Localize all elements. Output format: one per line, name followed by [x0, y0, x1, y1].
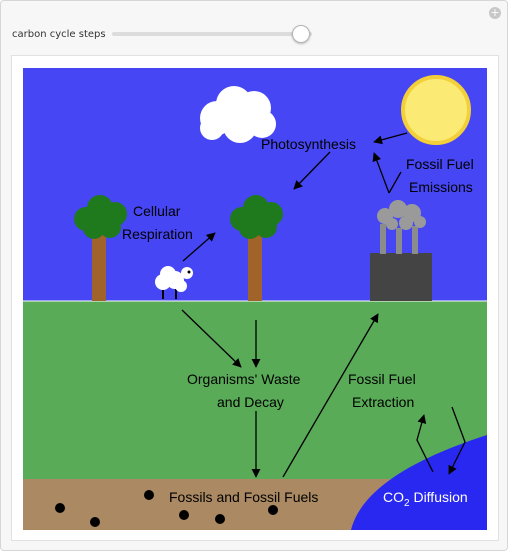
arrow-diffusion-up	[416, 414, 434, 473]
carbon-cycle-steps-slider[interactable]	[111, 25, 312, 43]
arrow-sheep-to-waste	[181, 309, 242, 368]
tree-icon-middle	[230, 195, 283, 301]
arrow-emissions-to-photosynthesis	[372, 152, 390, 194]
cycle-arrows	[181, 132, 466, 478]
arrow-emissions-from-factory	[388, 171, 402, 194]
sun-icon	[401, 75, 471, 145]
cloud-icon	[200, 86, 276, 143]
arrow-respiration	[182, 232, 216, 262]
fossil-dots	[55, 490, 278, 527]
ground	[23, 301, 487, 479]
water-body	[351, 435, 487, 530]
plus-icon[interactable]: +	[489, 6, 501, 19]
label-cellular-respiration-line1: Cellular	[133, 203, 181, 219]
slider-control: carbon cycle steps	[12, 25, 312, 43]
arrow-photosynthesis-to-tree	[293, 151, 331, 190]
label-cellular-respiration-line2: Respiration	[122, 226, 193, 242]
arrow-diffusion-down	[448, 406, 466, 475]
tree-icon-left	[74, 195, 127, 301]
slider-thumb[interactable]	[291, 25, 310, 43]
label-photosynthesis: Photosynthesis	[261, 136, 356, 152]
carbon-cycle-canvas: Photosynthesis Fossil Fuel Emissions Cel…	[11, 55, 499, 541]
label-waste-decay-line2: and Decay	[217, 394, 284, 410]
label-fossils: Fossils and Fossil Fuels	[169, 489, 318, 505]
carbon-cycle-diagram: Photosynthesis Fossil Fuel Emissions Cel…	[23, 68, 487, 530]
label-waste-decay-line1: Organisms' Waste	[187, 371, 301, 387]
label-fossil-fuel-emissions-line1: Fossil Fuel	[406, 156, 474, 172]
label-co2-diffusion: CO2 Diffusion	[383, 489, 468, 509]
arrow-extraction-to-factory	[282, 313, 379, 478]
arrow-sun-to-photosynthesis	[373, 132, 408, 145]
sheep-icon	[155, 266, 193, 299]
slider-label: carbon cycle steps	[12, 28, 106, 40]
label-fossil-fuel-extraction-line2: Extraction	[352, 394, 414, 410]
factory-icon	[370, 200, 432, 301]
slider-track[interactable]	[111, 32, 312, 36]
label-fossil-fuel-extraction-line1: Fossil Fuel	[348, 371, 416, 387]
label-fossil-fuel-emissions-line2: Emissions	[409, 179, 473, 195]
